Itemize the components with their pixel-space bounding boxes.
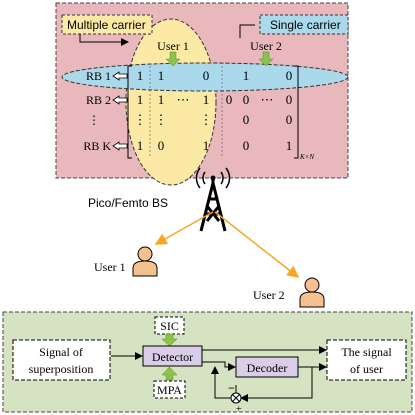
input-signal-box — [12, 339, 111, 381]
rb-row-arrow-icon — [112, 71, 128, 81]
detector-to-decoder-arrow — [202, 361, 236, 371]
sic-arrow — [161, 333, 178, 347]
feedback-to-detector — [211, 366, 231, 399]
matrix-cell: 0 — [286, 68, 293, 83]
input-signal-label-line2: superposition — [29, 362, 94, 376]
detector-box — [142, 345, 203, 367]
matrix-cell: ⋯ — [261, 92, 274, 107]
matrix-cell: 1 — [137, 92, 144, 107]
output-signal-label-line2: of user — [350, 362, 383, 376]
matrix-cell: 0 — [226, 92, 233, 107]
resource-allocation-panel: Multiple carrier Single carrier User 1 U… — [55, 2, 349, 186]
receiver-panel: Signal of superposition SIC Detector MPA… — [2, 311, 413, 415]
summation-cross — [232, 394, 240, 402]
rb-row-label: ⋮ — [88, 113, 100, 127]
detector-label: Detector — [152, 350, 193, 364]
matrix-cell: ⋮ — [155, 112, 168, 127]
rb-row-arrow-icon — [112, 95, 128, 105]
multiple-carrier-pointer — [79, 34, 129, 46]
user1-label: User 1 — [94, 260, 126, 274]
matrix-cell: 0 — [286, 92, 293, 107]
user1-column-label: User 1 — [157, 39, 189, 53]
link-to-user1 — [154, 211, 214, 245]
multiple-carrier-label: Multiple carrier — [67, 18, 146, 32]
matrix-cell: ⋯ — [177, 92, 190, 107]
single-carrier-label: Single carrier — [270, 18, 341, 32]
matrix-cell: 1 — [137, 138, 144, 153]
matrix-cell: ⋮ — [200, 112, 213, 127]
bs-label: Pico/Femto BS — [88, 196, 168, 210]
user2-column-label: User 2 — [250, 39, 282, 53]
matrix-subscript: K×N — [299, 153, 314, 161]
decoder-label: Decoder — [247, 361, 288, 375]
matrix-left-bracket — [127, 65, 132, 159]
mpa-arrow — [161, 366, 178, 381]
network-section: Pico/Femto BS User 1 User 2 — [88, 167, 325, 308]
matrix-cell: 1 — [137, 68, 144, 83]
mpa-box — [153, 380, 186, 399]
user2-person-icon — [299, 277, 325, 308]
user1-down-arrow — [165, 51, 181, 67]
matrix-cell: 0 — [243, 138, 250, 153]
matrix-cell: 1 — [243, 68, 250, 83]
output-signal-label-line1: The signal — [341, 345, 392, 359]
rb-row-label: RB 1 — [86, 69, 111, 83]
matrix-cell: ⋮ — [134, 112, 147, 127]
rb-row-label: RB K — [83, 139, 111, 153]
sic-label: SIC — [160, 319, 179, 333]
multiple-carrier-label-box — [61, 14, 153, 35]
matrix-cell: 1 — [203, 138, 210, 153]
user2-label: User 2 — [253, 288, 285, 302]
matrix-cell: 0 — [243, 92, 250, 107]
matrix-cell: 0 — [243, 112, 250, 127]
matrix-cell: 1 — [203, 92, 210, 107]
single-carrier-label-box — [259, 14, 349, 35]
rb-rows: RB 1 RB 2 ⋮ RB K — [83, 69, 128, 153]
bs-tower-icon — [195, 167, 231, 232]
matrix-cell: 1 — [158, 68, 165, 83]
matrix-cell: 0 — [203, 68, 210, 83]
matrix-cell: 1 — [286, 138, 293, 153]
mpa-label: MPA — [157, 383, 182, 397]
matrix-cell: 0 — [286, 112, 293, 127]
input-signal-label-line1: Signal of — [39, 345, 83, 359]
plus-sign: + — [236, 404, 242, 415]
link-to-user2 — [214, 211, 300, 278]
user1-person-icon — [132, 246, 158, 277]
rb-row-arrow-icon — [112, 141, 128, 151]
matrix-cell: 1 — [158, 92, 165, 107]
matrix-cell: 0 — [158, 138, 165, 153]
single-carrier-ellipse — [61, 62, 349, 92]
output-signal-box — [326, 339, 407, 381]
user2-down-arrow — [258, 51, 274, 67]
single-carrier-pointer — [239, 24, 255, 38]
matrix-right-bracket — [294, 65, 299, 159]
minus-sign: − — [228, 381, 235, 395]
rb-row-label: RB 2 — [86, 93, 111, 107]
feedback-from-decoder — [240, 367, 313, 402]
